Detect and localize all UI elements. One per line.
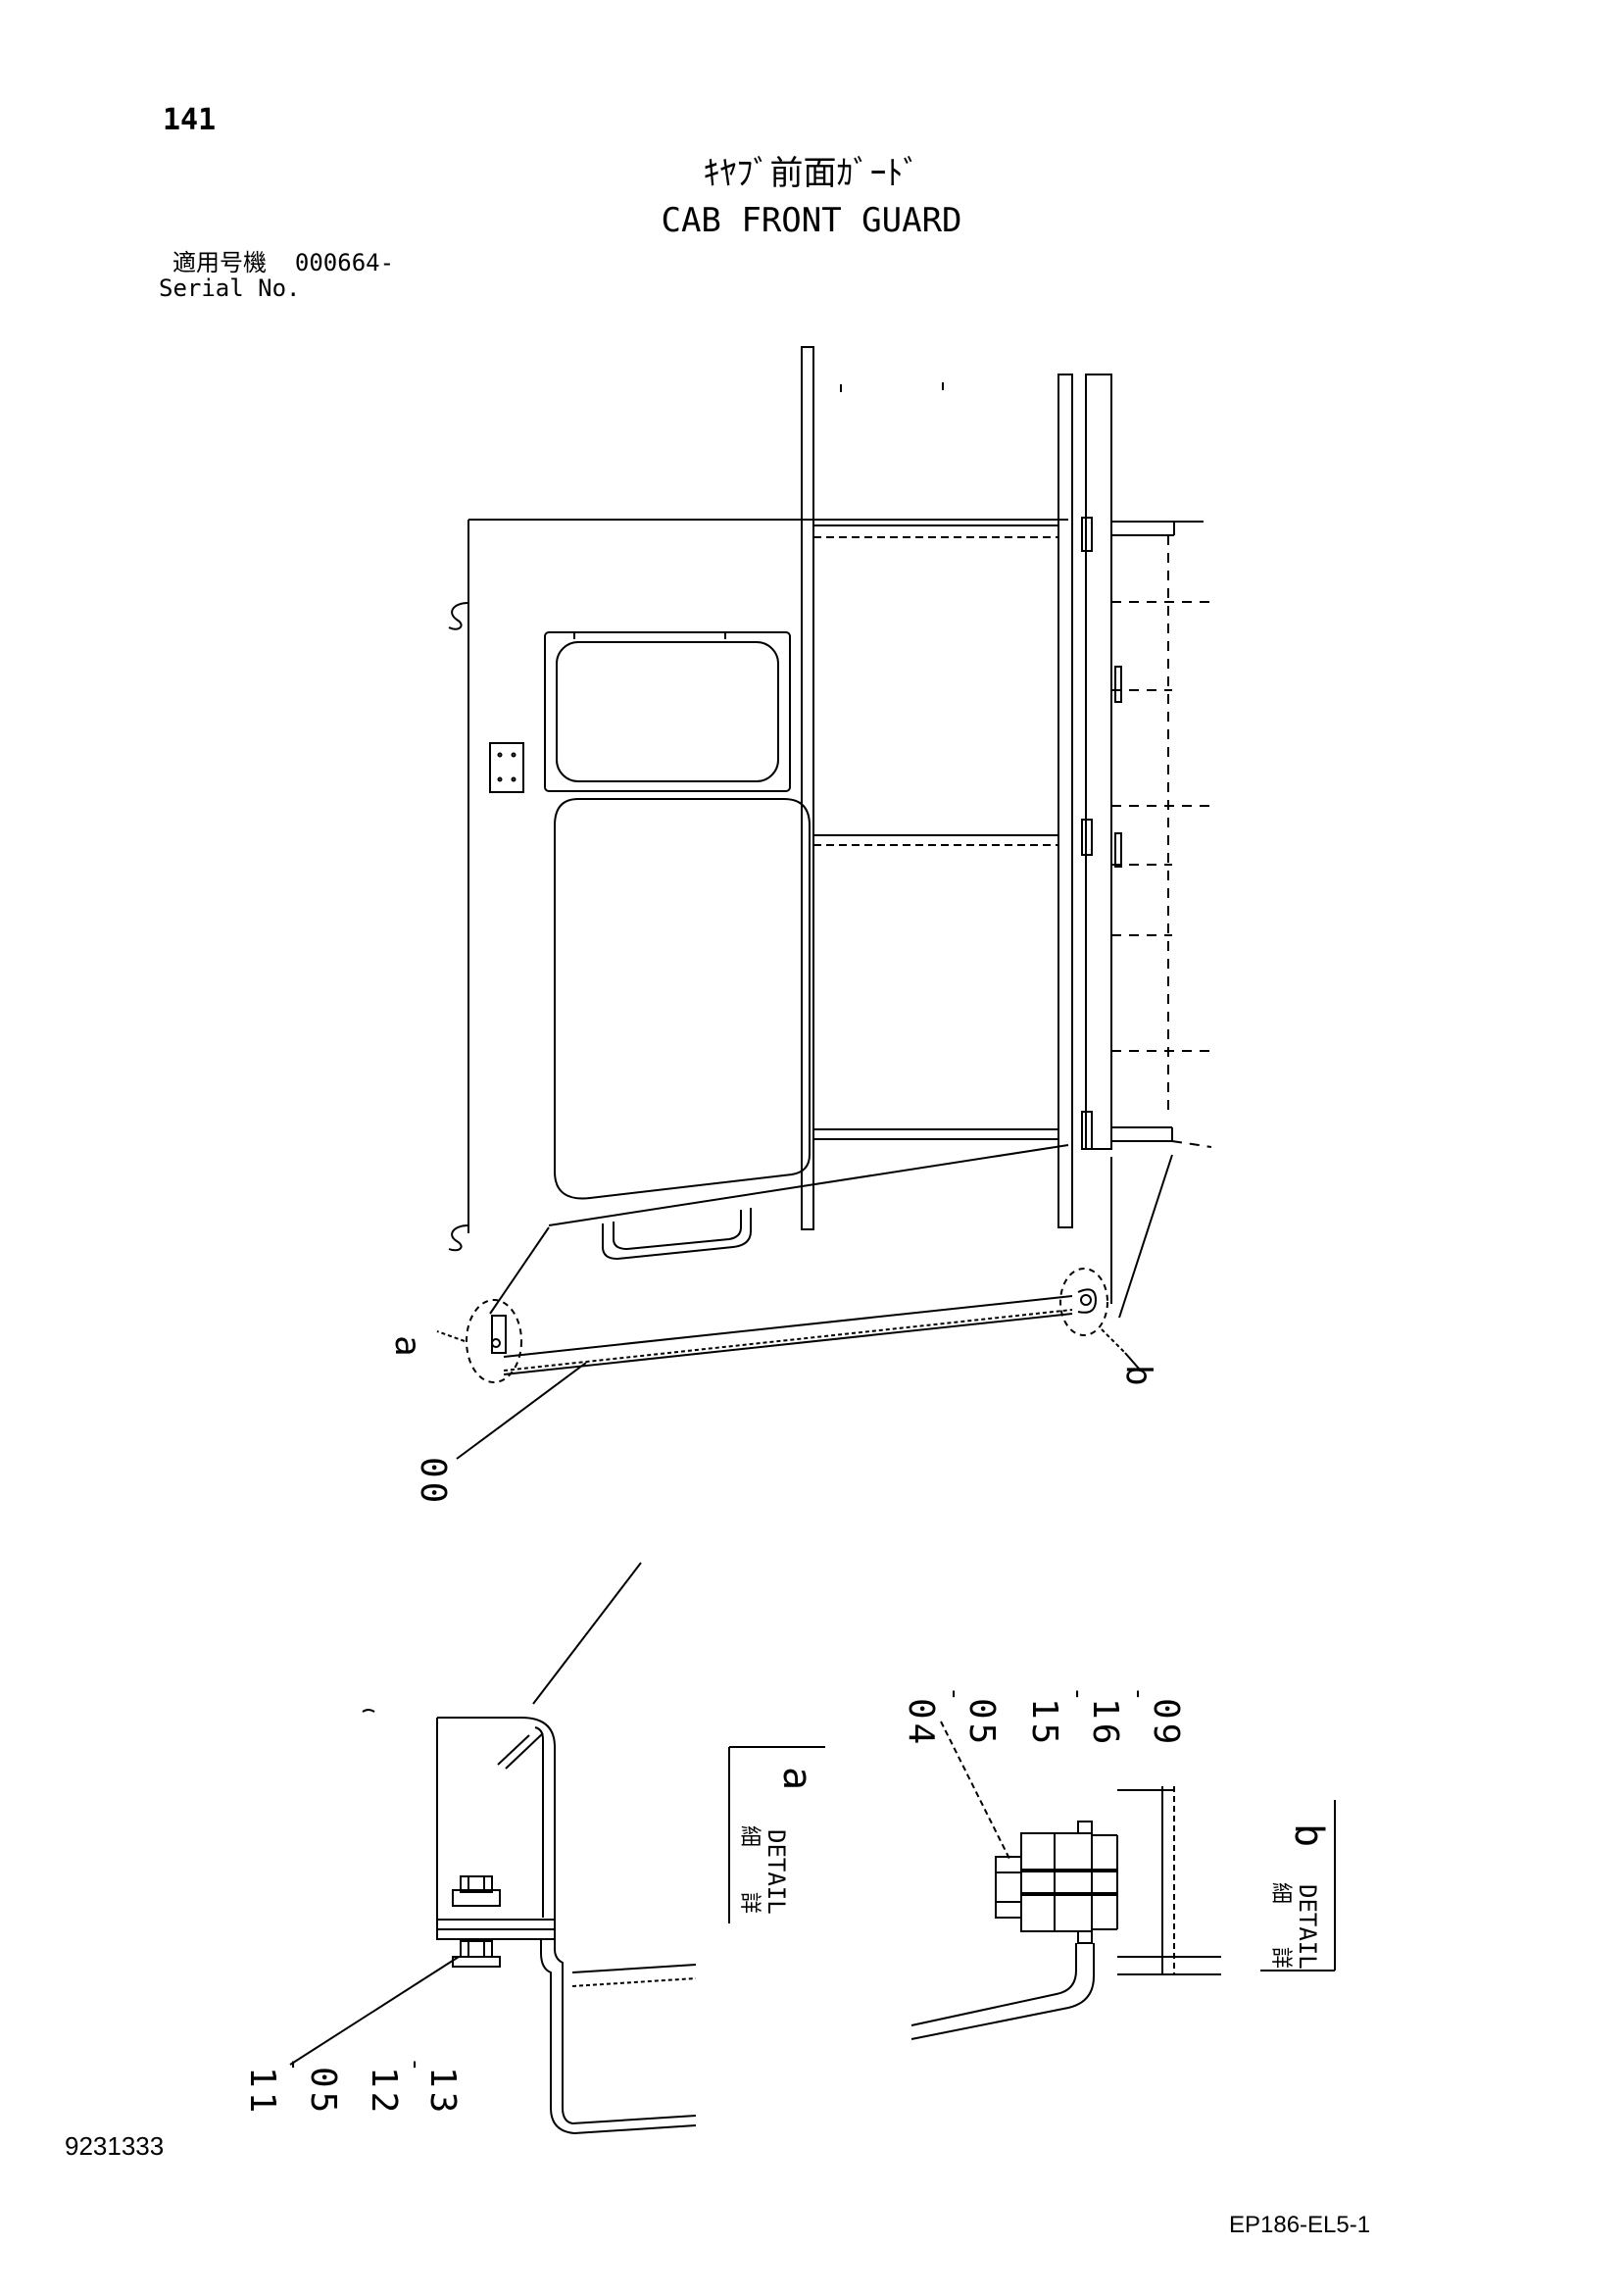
serial-label-english: Serial No. <box>159 275 301 302</box>
serial-value: 000664- <box>294 249 395 276</box>
document-number: 9231333 <box>65 2131 165 2161</box>
detail-a-jp-1: 詳 <box>737 1892 762 1914</box>
serial-label-japanese: 適用号機 <box>172 249 267 276</box>
separator-dash: - <box>279 2057 309 2072</box>
callout-main-part: 00 <box>413 1457 453 1507</box>
detail-b-part-3: 15 <box>1024 1698 1064 1748</box>
callout-a: a <box>387 1335 427 1357</box>
detail-b-marker <box>1059 1268 1108 1336</box>
detail-b-drawing <box>910 1721 1221 2040</box>
separator-dash: - <box>1063 1686 1093 1702</box>
detail-a-en: DETAIL <box>762 1829 790 1915</box>
detail-a-part-2: 05 <box>303 2067 343 2117</box>
detail-a-jp-2: 細 <box>737 1825 762 1847</box>
guard-frame <box>801 346 1212 1319</box>
reference-code: EP186-EL5-1 <box>1229 2212 1371 2238</box>
callout-b: b <box>1118 1365 1158 1386</box>
bottom-guard-plate <box>491 1288 1098 1375</box>
detail-b-label-box <box>1260 1800 1336 1972</box>
detail-b-part-4: 16 <box>1085 1698 1125 1748</box>
detail-a-part-3: 12 <box>364 2067 404 2117</box>
detail-b-part-1: 04 <box>901 1698 941 1748</box>
separator-dash: - <box>940 1686 969 1702</box>
detail-b-part-2: 05 <box>961 1698 1002 1748</box>
separator-dash: - <box>401 2057 430 2072</box>
detail-b-letter: b <box>1286 1823 1331 1847</box>
serial-line-japanese: 適用号機 000664- <box>172 251 394 275</box>
detail-b-jp-1: 詳 <box>1268 1947 1293 1969</box>
detail-b-jp-2: 細 <box>1268 1882 1293 1904</box>
detail-a-drawing <box>289 1562 697 2134</box>
separator-dash: - <box>1124 1686 1154 1702</box>
title-english: CAB FRONT GUARD <box>661 201 962 240</box>
page-number: 141 <box>163 103 217 137</box>
title-japanese: ｷﾔﾌﾞ前面ｶﾞｰﾄﾞ <box>703 154 920 193</box>
detail-a-part-1: 11 <box>242 2067 282 2117</box>
detail-a-label-box <box>728 1746 825 1923</box>
detail-b-part-5: 09 <box>1146 1698 1186 1748</box>
detail-b-en: DETAIL <box>1294 1884 1321 1970</box>
detail-a-marker <box>466 1299 522 1383</box>
cab-outline <box>448 519 1069 1315</box>
detail-a-part-4: 13 <box>422 2067 463 2117</box>
detail-a-letter: a <box>774 1767 819 1790</box>
